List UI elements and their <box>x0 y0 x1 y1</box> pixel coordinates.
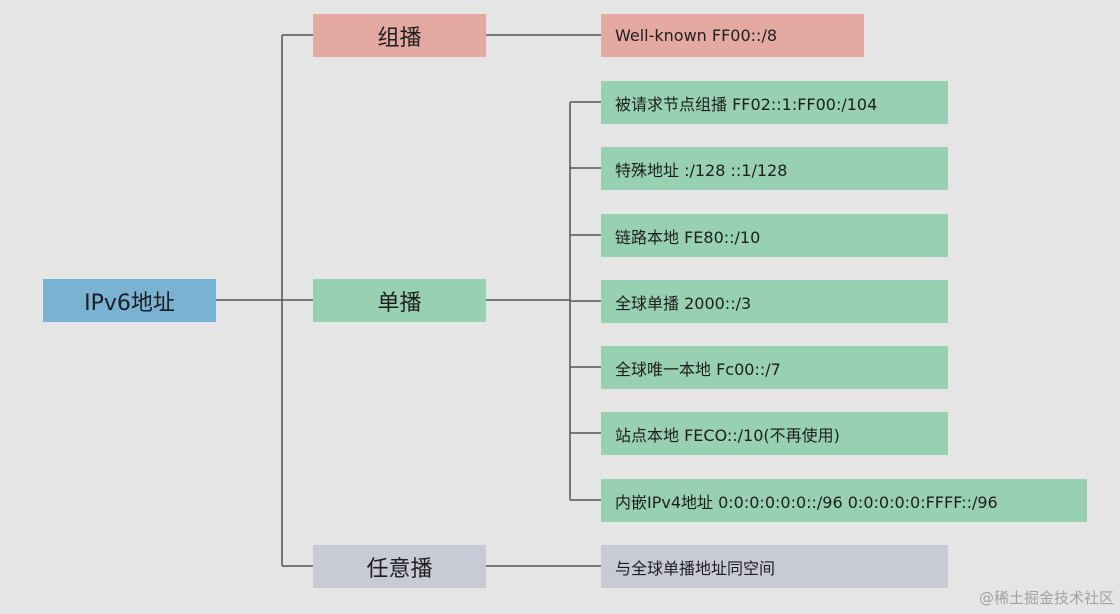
leaf-node-site-local: 站点本地 FECO::/10(不再使用) <box>601 412 948 455</box>
watermark: @稀土掘金技术社区 <box>978 589 1114 607</box>
leaf-node-global-unicast: 全球单播 2000::/3 <box>601 280 948 323</box>
leaf-node-ipv4-embedded: 内嵌IPv4地址 0:0:0:0:0:0::/96 0:0:0:0:0:FFFF… <box>601 479 1087 522</box>
leaf-node-special-address: 特殊地址 :/128 ::1/128 <box>601 147 948 190</box>
leaf-node-unique-local: 全球唯一本地 Fc00::/7 <box>601 346 948 389</box>
category-node-unicast: 单播 <box>313 279 486 322</box>
root-node-ipv6-address: IPv6地址 <box>43 279 216 322</box>
leaf-node-link-local: 链路本地 FE80::/10 <box>601 214 948 257</box>
category-node-multicast: 组播 <box>313 14 486 57</box>
category-node-anycast: 任意播 <box>313 545 486 588</box>
leaf-node-well-known: Well-known FF00::/8 <box>601 14 864 57</box>
leaf-node-anycast-space: 与全球单播地址同空间 <box>601 545 948 588</box>
leaf-node-solicited-node-multicast: 被请求节点组播 FF02::1:FF00:/104 <box>601 81 948 124</box>
